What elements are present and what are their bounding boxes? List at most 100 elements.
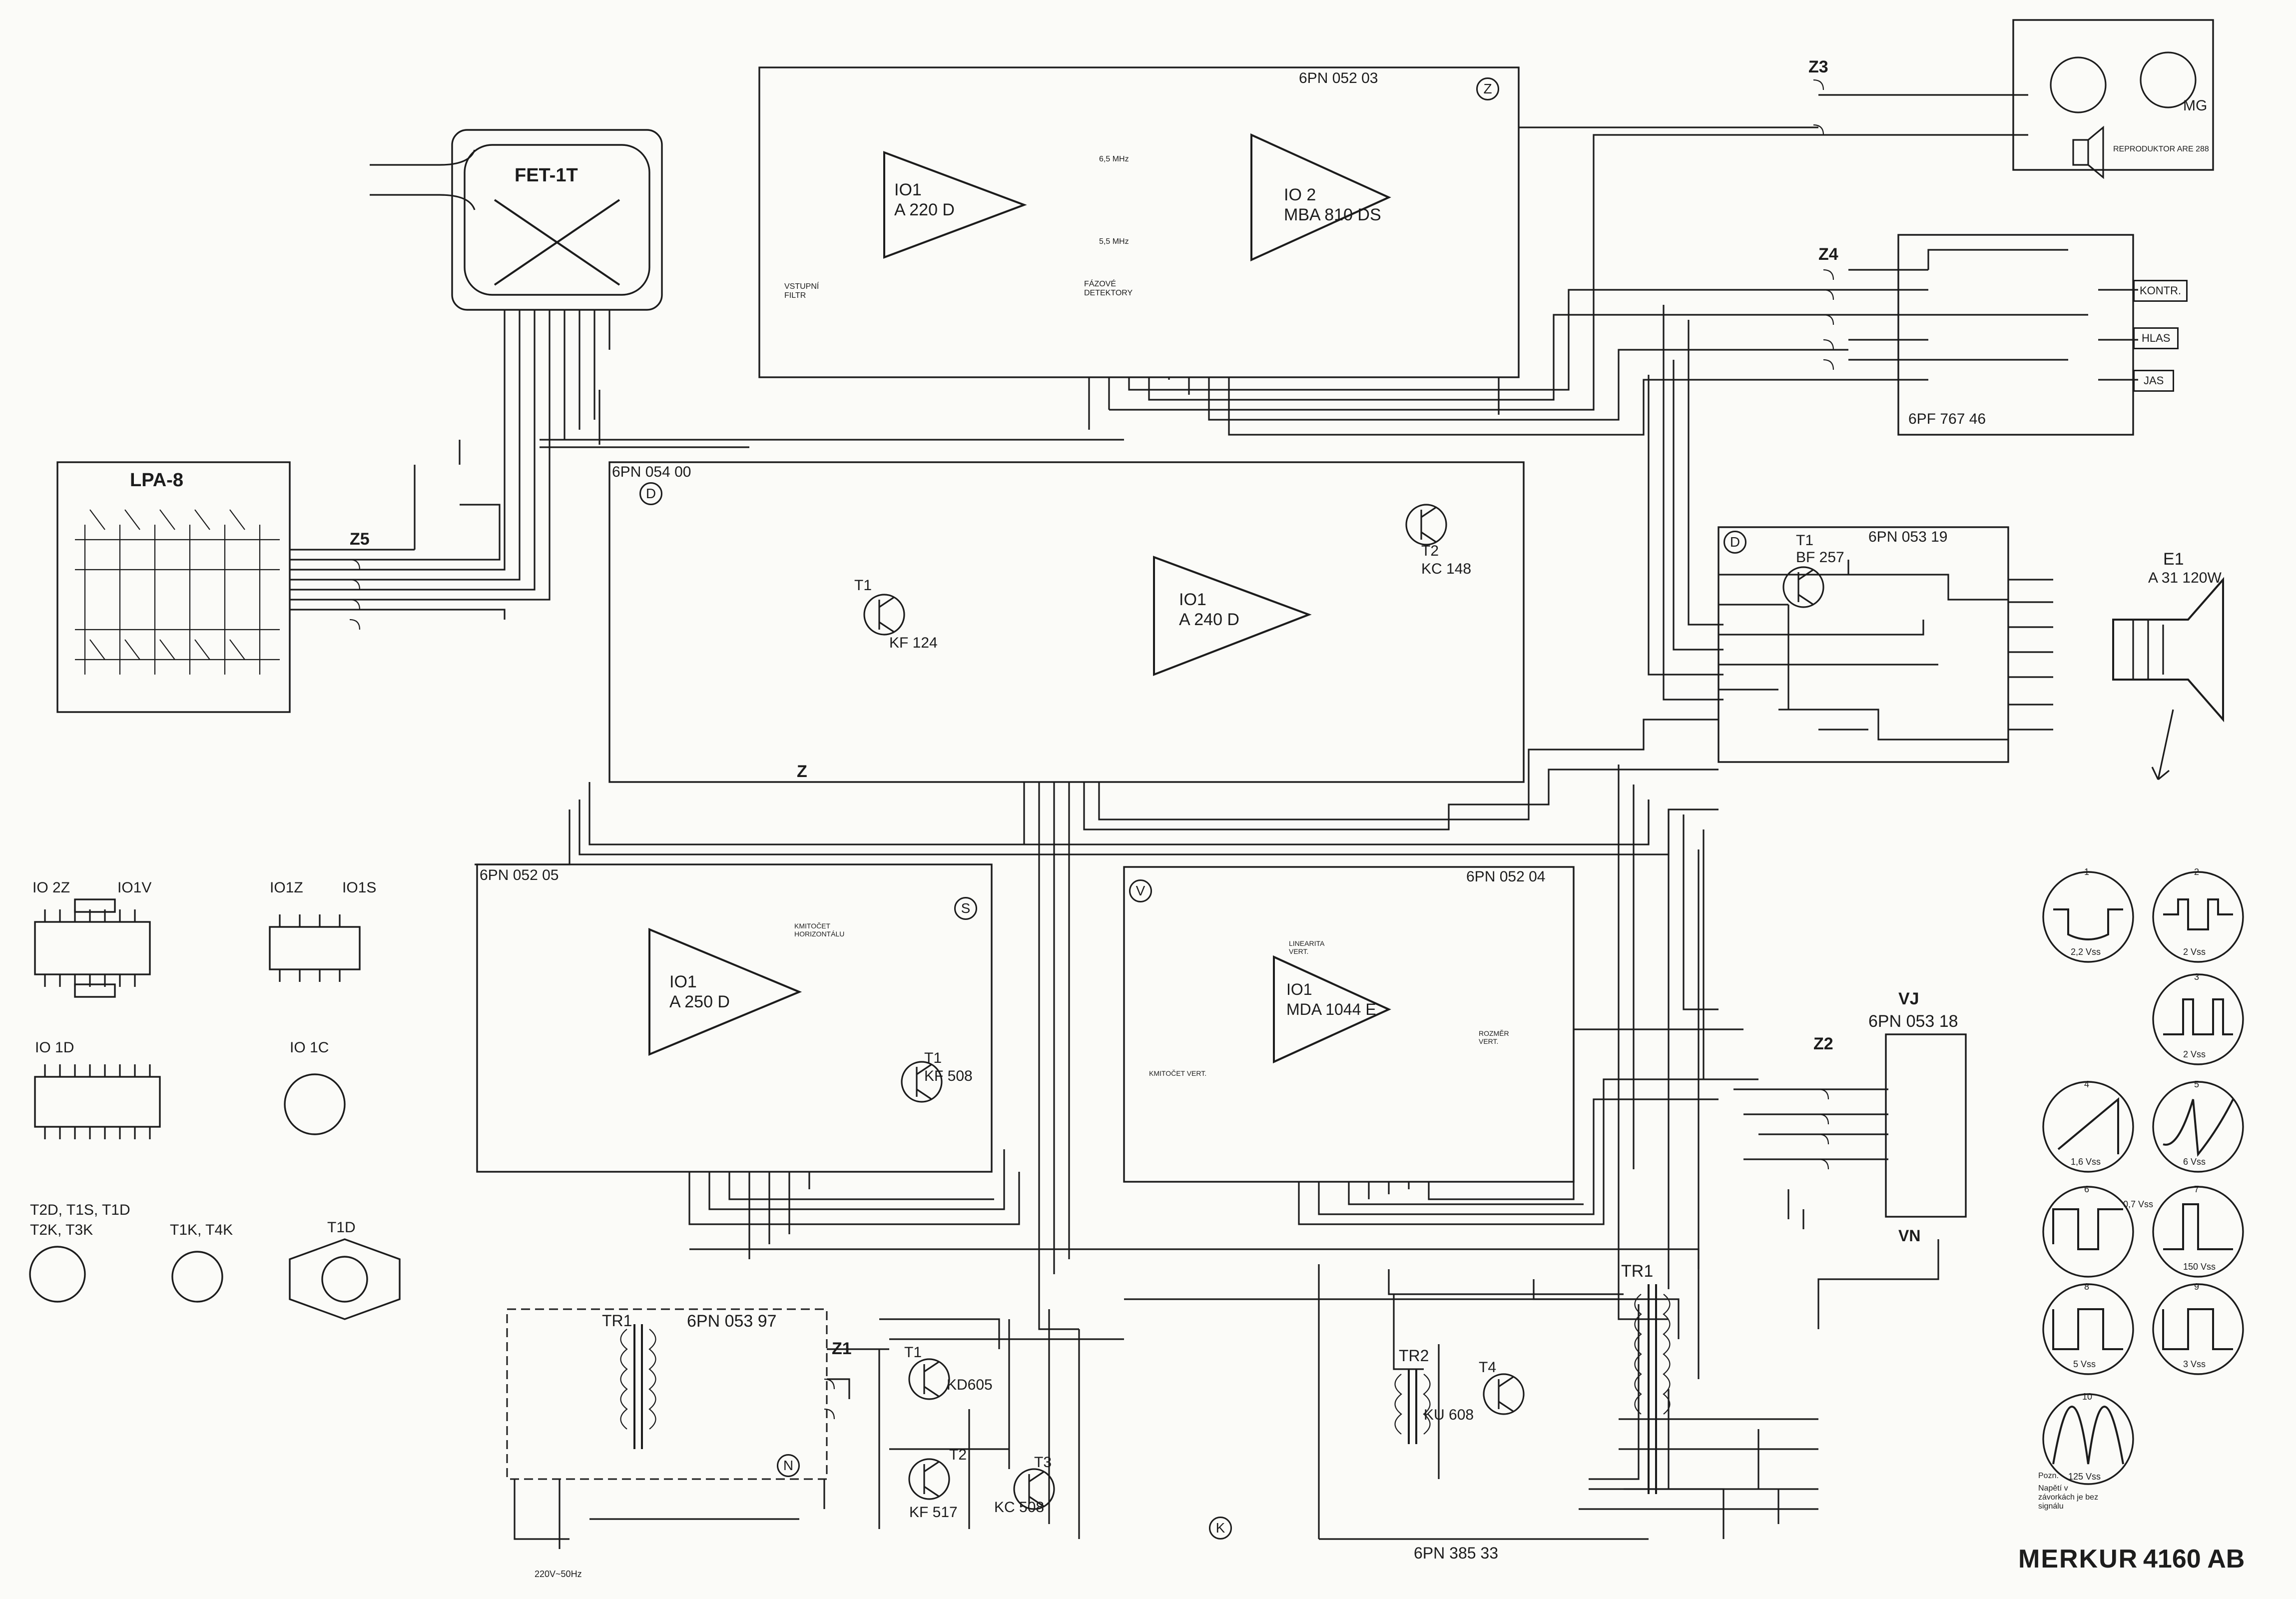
ic-label-io1-a250d: IO1 A 250 D <box>669 972 730 1012</box>
label-phase-det: FÁZOVÉ DETEKTORY <box>1084 280 1133 297</box>
module-code-6pf76746: 6PF 767 46 <box>1908 411 1986 427</box>
module-code-6pn05204: 6PN 052 04 <box>1466 868 1546 885</box>
module-code-6pn05400: 6PN 054 00 <box>612 464 691 480</box>
waveform-3-num: 3 <box>2194 972 2200 982</box>
pinout-t2d: T2D, T1S, T1D <box>30 1202 130 1218</box>
module-6pn05319-frame <box>1718 526 2009 763</box>
waveform-panels <box>2042 871 2244 1485</box>
transistor-t1-kf508: T1 KF 508 <box>924 1049 973 1085</box>
module-letter-d2: D <box>1723 531 1746 554</box>
transistor-t1-kf124: T1 <box>854 577 872 594</box>
waveform-3-value: 2 Vss <box>2183 1049 2206 1059</box>
label-speaker: REPRODUKTOR ARE 288 <box>2113 145 2209 153</box>
tr1-psu-label: TR1 <box>602 1312 632 1330</box>
control-jas: JAS <box>2133 370 2175 392</box>
module-code-6pn38533: 6PN 385 33 <box>1414 1544 1499 1562</box>
transistor-type: BF 257 <box>1796 549 1844 566</box>
transistor-type: KC 148 <box>1421 561 1472 577</box>
ic-type: MBA 810 DS <box>1284 205 1381 224</box>
label-ctrl-h: KMITOČET HORIZONTÁLU <box>794 922 845 938</box>
buttons-label: LPA-8 <box>130 470 183 491</box>
connector-z1: Z1 <box>832 1339 852 1358</box>
tr2-label: TR2 <box>1399 1347 1429 1365</box>
ic-label-io1-mda1044e: IO1 MDA 1044 E <box>1286 979 1376 1019</box>
pinout-io1s: IO1S <box>342 879 377 896</box>
label-note-head: Pozn. <box>2038 1472 2059 1480</box>
label-input-filter: VSTUPNÍ FILTR <box>784 282 819 300</box>
module-code-6pn05319: 6PN 053 19 <box>1868 529 1948 545</box>
pinout-t1k: T1K, T4K <box>170 1222 233 1238</box>
transistor-ref: T2 <box>949 1447 967 1463</box>
module-letter-z: Z <box>1476 77 1499 100</box>
transistor-t1-kd605-type: KD605 <box>947 1377 993 1393</box>
transistor-symbols <box>863 504 1824 1510</box>
connector-pins <box>349 79 1834 1420</box>
waveform-8-num: 8 <box>2084 1282 2090 1292</box>
label-ctrl-amp: ROZMĚR VERT. <box>1479 1029 1509 1045</box>
waveform-9-num: 9 <box>2194 1282 2200 1292</box>
waveform-10-value: 125 Vss <box>2068 1472 2101 1482</box>
transistor-t2-kf517: T2 <box>949 1447 967 1464</box>
transistor-ref: T3 <box>1034 1454 1052 1471</box>
control-hlas: HLAS <box>2133 327 2179 349</box>
module-6pn05318-frame <box>1885 1033 1967 1218</box>
module-letter-v: V <box>1129 879 1152 902</box>
crt-type: A 31 120W <box>2148 570 2222 586</box>
model-number: 4160 AB <box>2143 1545 2245 1574</box>
label-freq-1: 6,5 MHz <box>1099 155 1129 163</box>
pinout-io1v: IO1V <box>117 879 152 896</box>
module-6pn05397-frame <box>506 1308 828 1480</box>
pinout-drawings <box>29 898 401 1320</box>
waveform-5-num: 5 <box>2194 1079 2200 1089</box>
transistor-t1-kf124-type: KF 124 <box>889 635 938 651</box>
tuner-block <box>451 129 663 311</box>
transistor-ref: T1 <box>854 577 872 594</box>
connector-z4: Z4 <box>1818 245 1838 264</box>
pinout-t1d: T1D <box>327 1219 356 1236</box>
connector-z2: Z2 <box>1813 1034 1833 1053</box>
module-letter-s: S <box>954 897 977 920</box>
waveform-10-num: 10 <box>2082 1392 2093 1402</box>
waveform-2-value: 2 Vss <box>2183 947 2206 957</box>
waveform-7-value: 150 Vss <box>2183 1262 2216 1272</box>
waveform-4-num: 4 <box>2084 1079 2090 1089</box>
module-letter-d1: D <box>639 482 662 505</box>
control-kontr: KONTR. <box>2133 280 2188 302</box>
transistor-type: KF 508 <box>924 1068 973 1084</box>
label-mg: MG <box>2183 97 2208 114</box>
waveform-8-value: 5 Vss <box>2073 1359 2096 1369</box>
module-6pn05203-frame <box>758 66 1520 378</box>
ic-ref: IO1 <box>894 180 922 199</box>
connector-z: Z <box>797 762 807 781</box>
ic-ref: IO 2 <box>1284 185 1316 204</box>
ic-label-io1-a240d: IO1 A 240 D <box>1179 590 1239 630</box>
connector-z5: Z5 <box>350 530 370 549</box>
module-code-6pn05203: 6PN 052 03 <box>1299 70 1378 86</box>
module-letter-n: N <box>777 1454 800 1477</box>
ic-label-io2-mba810ds: IO 2 MBA 810 DS <box>1284 185 1381 225</box>
ic-amplifiers <box>648 133 1391 1064</box>
module-6pn05205-frame <box>476 863 993 1173</box>
module-code-6pn05318: 6PN 053 18 <box>1868 1012 1958 1031</box>
transistor-t4-ku608-type: KU 608 <box>1424 1407 1474 1423</box>
module-letter-vj: VJ <box>1898 989 1919 1008</box>
pinout-io1z: IO1Z <box>270 879 303 896</box>
waveform-7-num: 7 <box>2194 1184 2200 1194</box>
waveform-1-num: 1 <box>2084 867 2090 877</box>
lpa8-frame <box>56 461 291 713</box>
transistor-t1-kd605: T1 <box>904 1344 922 1361</box>
transistor-t3-kc508-type: KC 508 <box>994 1499 1045 1516</box>
ic-type: A 220 D <box>894 200 955 219</box>
transistor-t4-ku608: T4 <box>1479 1359 1496 1376</box>
transistor-ref: T1 <box>1796 532 1814 549</box>
module-letter-k: K <box>1209 1517 1232 1540</box>
tr1-main-label: TR1 <box>1621 1262 1654 1281</box>
waveform-1-value: 2,2 Vss <box>2071 947 2101 957</box>
transistor-t2-kc148: T2 KC 148 <box>1421 542 1471 578</box>
ic-type: A 240 D <box>1179 610 1239 629</box>
vn-label: VN <box>1898 1227 1921 1245</box>
ic-ref: IO1 <box>1286 980 1312 998</box>
lpa8-switches <box>75 509 280 675</box>
